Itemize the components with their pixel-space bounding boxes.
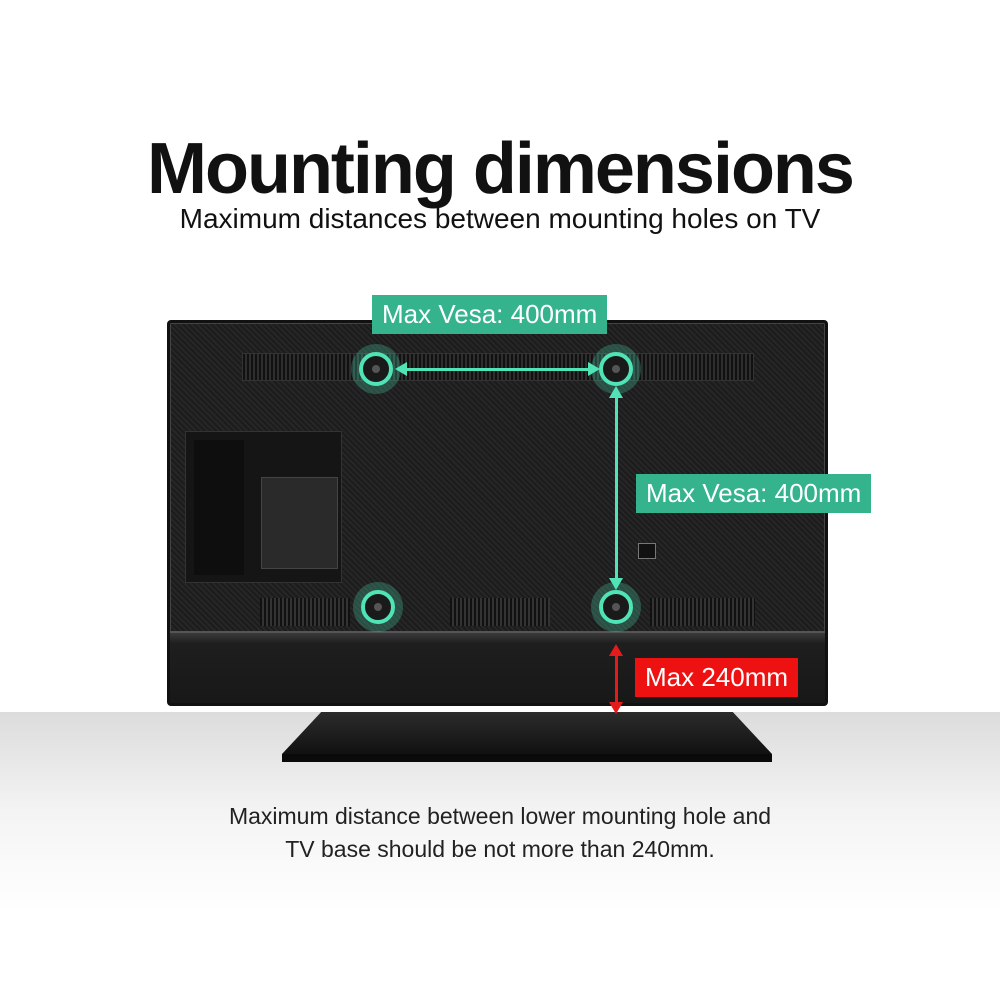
tv-stand-base bbox=[282, 712, 772, 762]
top-vent bbox=[242, 353, 754, 381]
io-ports-panel bbox=[185, 431, 342, 583]
page-title: Mounting dimensions bbox=[147, 129, 855, 209]
stand-top-surface bbox=[282, 712, 772, 754]
connector-panel bbox=[261, 477, 338, 569]
arrow-up-icon bbox=[609, 386, 623, 398]
lower-vent-right bbox=[650, 598, 755, 626]
caption-line-2: TV base should be not more than 240mm. bbox=[285, 836, 715, 862]
mounting-hole-bottom-left bbox=[361, 590, 395, 624]
lower-vent-left bbox=[260, 598, 350, 626]
stand-edge bbox=[282, 754, 772, 762]
arrow-left-icon bbox=[395, 362, 407, 376]
caption: Maximum distance between lower mounting … bbox=[0, 800, 1000, 866]
base-distance-label: Max 240mm bbox=[635, 658, 799, 697]
horizontal-vesa-label: Max Vesa: 400mm bbox=[372, 295, 608, 334]
vertical-vesa-label: Max Vesa: 400mm bbox=[636, 474, 872, 513]
mounting-hole-bottom-right bbox=[599, 590, 633, 624]
page-subtitle: Maximum distances between mounting holes… bbox=[179, 203, 821, 234]
power-socket-icon bbox=[638, 543, 656, 559]
tv-back-panel bbox=[167, 320, 828, 706]
mounting-hole-top-right bbox=[599, 352, 633, 386]
side-slot bbox=[194, 440, 244, 575]
horizontal-dimension-line bbox=[400, 368, 592, 371]
caption-line-1: Maximum distance between lower mounting … bbox=[228, 803, 772, 829]
vertical-dimension-line bbox=[615, 392, 618, 582]
arrow-right-icon bbox=[588, 362, 600, 376]
lower-vent-middle bbox=[450, 598, 550, 626]
red-arrow-up-icon bbox=[609, 644, 623, 656]
mounting-hole-top-left bbox=[359, 352, 393, 386]
red-arrow-down-icon bbox=[609, 702, 623, 714]
base-distance-line bbox=[615, 650, 618, 706]
arrow-down-icon bbox=[609, 578, 623, 590]
